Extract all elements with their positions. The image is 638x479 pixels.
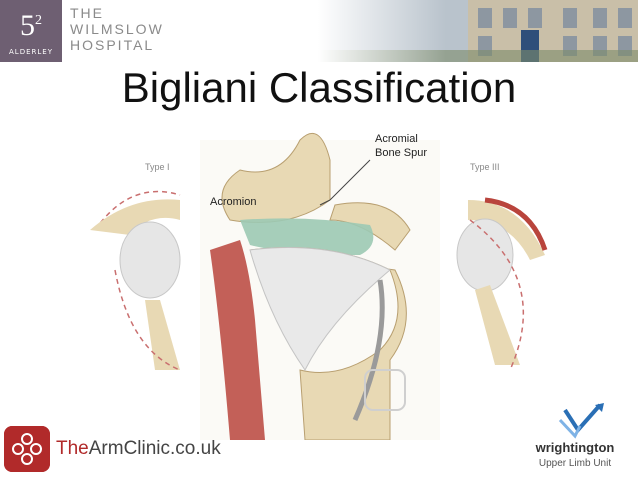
shoulder-anatomy-illustration: Type I Type III Acromion Acromial Bone S… [90, 132, 548, 440]
hospital-building-photo [318, 0, 638, 62]
hospital-name: THE WILMSLOW HOSPITAL [70, 5, 164, 53]
unit-name: wrightington [535, 440, 615, 455]
unit-subtitle: Upper Limb Unit [539, 458, 611, 469]
central-shoulder-view: Acromion [200, 132, 440, 440]
logo-number: 52 [20, 9, 42, 42]
arm-clinic-main: ArmClinic.co.uk [88, 438, 221, 459]
bone-spur-label: Bone Spur [375, 147, 427, 159]
type-three-thumbnail: Type III [456, 162, 548, 371]
fifty-two-logo: 52 ALDERLEY [0, 0, 62, 62]
logo-caption: ALDERLEY [9, 48, 53, 56]
acromial-label: Acromial [375, 133, 418, 145]
arm-clinic-url: TheArmClinic.co.uk [56, 438, 221, 460]
hospital-line-3: HOSPITAL [70, 37, 155, 53]
hospital-line-1: THE [70, 5, 104, 21]
type-one-label: Type I [145, 162, 170, 172]
type-three-label: Type III [470, 162, 500, 172]
slide-title: Bigliani Classification [121, 64, 517, 111]
type-one-thumbnail: Type I [90, 162, 181, 371]
arm-clinic-brand: TheArmClinic.co.uk [4, 426, 221, 474]
acromion-label: Acromion [210, 196, 256, 208]
hospital-line-2: WILMSLOW [70, 21, 164, 37]
wrightington-logo: wrightington Upper Limb Unit [535, 403, 615, 469]
arm-clinic-icon [4, 426, 50, 472]
arm-clinic-prefix: The [56, 438, 89, 459]
header-bar: 52 ALDERLEY THE WILMSLOW HOSPITAL [0, 0, 638, 62]
